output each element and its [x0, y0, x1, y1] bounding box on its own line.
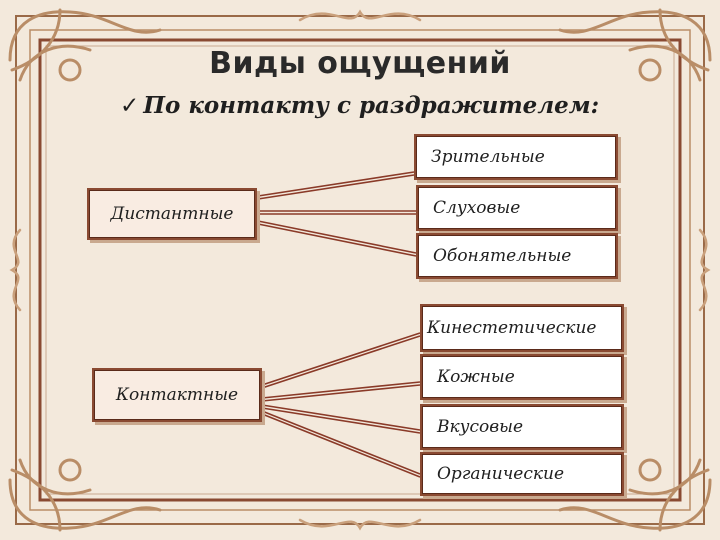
subtitle-text: По контакту с раздражителем: — [143, 92, 600, 119]
node-visual: Зрительные — [416, 136, 616, 178]
node-organic: Органические — [422, 454, 622, 494]
slide-subtitle: ✓По контакту с раздражителем: — [120, 92, 599, 119]
node-taste: Вкусовые — [422, 406, 622, 448]
node-skin: Кожные — [422, 356, 622, 398]
slide-title: Виды ощущений — [209, 46, 511, 81]
node-olfactory: Обонятельные — [418, 235, 616, 277]
edge-ornament-icon — [9, 9, 711, 531]
corner-ornament-icon — [8, 8, 712, 532]
group-distant: Дистантные — [89, 190, 255, 238]
node-kinesthetic: Кинестетические — [422, 306, 622, 350]
node-auditory: Слуховые — [418, 187, 616, 229]
checkmark-icon: ✓ — [120, 93, 140, 119]
connector-lines — [257, 171, 421, 478]
group-contact: Контактные — [94, 370, 260, 420]
